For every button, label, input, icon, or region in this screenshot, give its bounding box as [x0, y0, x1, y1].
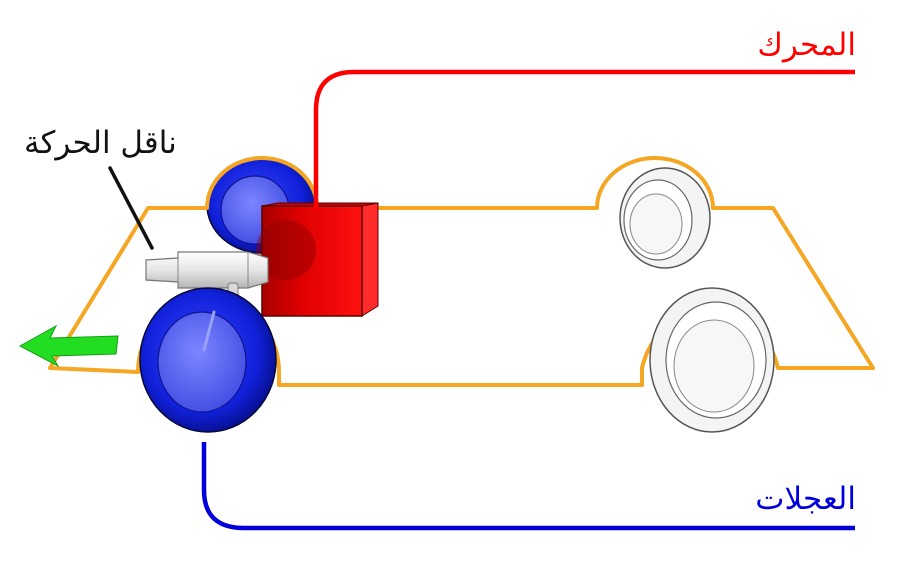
- engine-block: [256, 202, 379, 317]
- rear-left-wheel: [619, 167, 711, 269]
- engine-label: المحرك: [757, 27, 856, 63]
- wheels-label: العجلات: [755, 481, 856, 517]
- front-right-wheel: [139, 287, 277, 433]
- transmission-label: ناقل الحركة: [24, 125, 177, 161]
- wheels-leader-line: [201, 442, 855, 531]
- engine-leader-line: [313, 69, 855, 210]
- transmission-leader-line: [108, 166, 154, 250]
- rear-right-wheel: [649, 287, 775, 433]
- direction-arrow: [18, 324, 119, 368]
